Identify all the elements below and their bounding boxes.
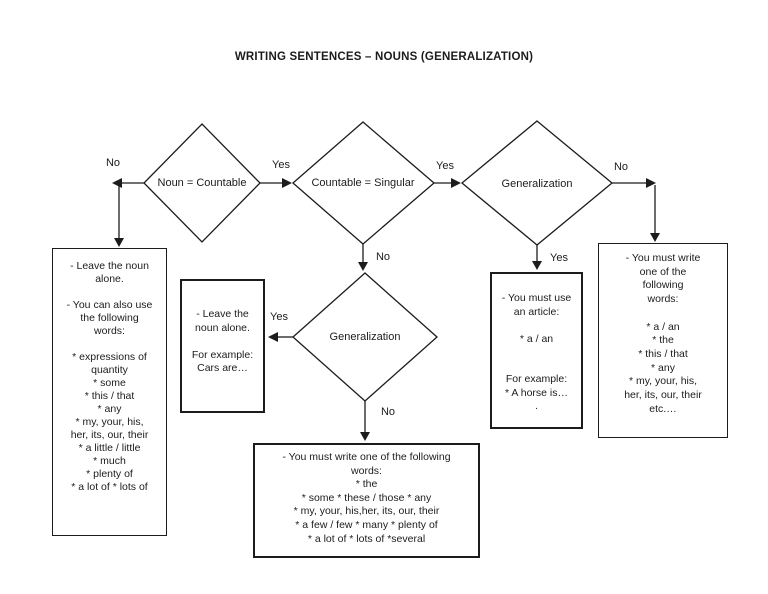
diamond-label-generalization-singular: Generalization [501, 178, 573, 190]
page-title: WRITING SENTENCES – NOUNS (GENERALIZATIO… [234, 51, 534, 63]
box-singular-generalization: - You must use an article: * a / an For … [490, 272, 583, 429]
arrowhead-right-d3-no [646, 178, 656, 188]
arrowhead-down-d3-no [650, 233, 660, 242]
diamond-label-generalization-plural: Generalization [329, 331, 401, 343]
diamond-noun-countable [143, 123, 261, 243]
arrowhead-down-d2-no [358, 262, 368, 271]
arrowhead-right-d1-yes [282, 178, 292, 188]
box-singular-no-generalization: - You must write one of the following wo… [598, 243, 728, 438]
edge-label-d2-yes: Yes [436, 160, 454, 172]
edge-label-d3-no: No [613, 161, 629, 173]
box-noun-not-countable: - Leave the noun alone. - You can also u… [52, 248, 167, 536]
edge-label-d1-yes: Yes [272, 159, 290, 171]
arrowhead-down-d3-yes [532, 261, 542, 270]
box-plural-no-generalization: - You must write one of the following wo… [253, 443, 480, 558]
diamond-label-noun-countable: Noun = Countable [157, 177, 247, 189]
diamond-label-countable-singular: Countable = Singular [311, 177, 415, 189]
arrowhead-down-d4-no [360, 432, 370, 441]
edge-label-d2-no: No [375, 251, 391, 263]
edge-label-d1-no: No [105, 157, 121, 169]
arrowhead-left-d1-no [112, 178, 122, 188]
box-singular-no-generalization-text: - You must write one of the following wo… [624, 252, 702, 415]
box-singular-generalization-text: - You must use an article: * a / an For … [501, 292, 572, 412]
edge-label-d4-yes: Yes [270, 311, 288, 323]
arrowhead-left-d4-yes [268, 332, 278, 342]
edge-label-d4-no: No [380, 406, 396, 418]
edge-label-d3-yes: Yes [550, 252, 568, 264]
arrowhead-right-d2-yes [451, 178, 461, 188]
box-plural-generalization-text: - Leave the noun alone. For example: Car… [191, 308, 254, 374]
box-noun-not-countable-text: - Leave the noun alone. - You can also u… [66, 260, 153, 493]
box-plural-generalization: - Leave the noun alone. For example: Car… [180, 279, 265, 413]
box-plural-no-generalization-text: - You must write one of the following wo… [282, 451, 451, 545]
arrowhead-down-d1-no [114, 238, 124, 247]
